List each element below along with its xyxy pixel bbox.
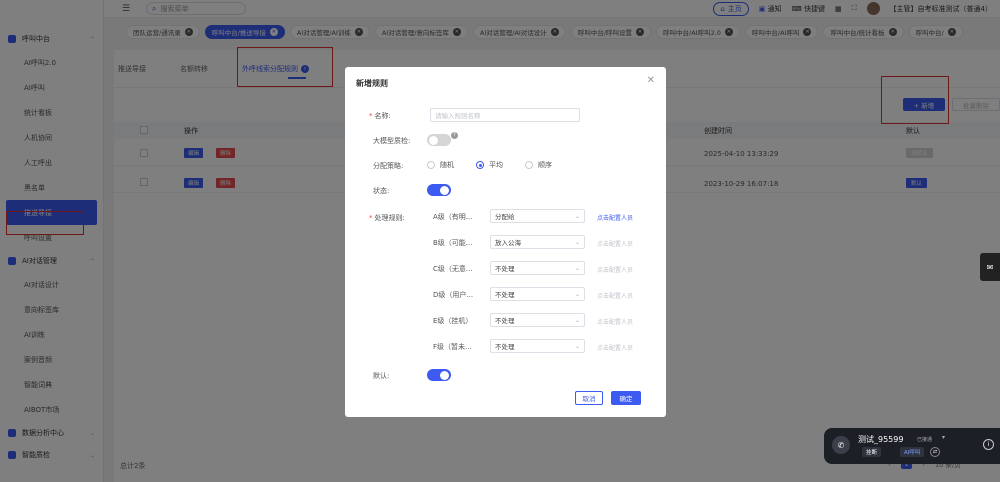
status-label: 状态: [373, 187, 390, 195]
rule-level-label: C级（无意... [433, 265, 473, 273]
rule-level-label: B级（可能... [433, 239, 473, 247]
hangup-button[interactable]: 挂断 [862, 447, 882, 457]
rule-level-label: F级（暂未... [433, 343, 472, 351]
radio-sequence[interactable]: 顺序 [525, 160, 552, 170]
rule-action-value: 不处理 [495, 343, 515, 351]
toggle-knob [440, 370, 449, 380]
chevron-down-icon: ⌄ [574, 342, 580, 350]
strategy-label: 分配策略: [373, 162, 404, 170]
chevron-down-icon[interactable]: ▾ [942, 434, 946, 441]
name-input[interactable]: 请输入规则名称 [430, 108, 580, 122]
configure-staff-link[interactable]: 点击配置人员 [597, 319, 634, 326]
chevron-down-icon: ⌄ [574, 316, 580, 324]
chevron-down-icon: ⌄ [574, 212, 580, 220]
configure-staff-link[interactable]: 点击配置人员 [597, 293, 634, 300]
chevron-down-icon: ⌄ [574, 290, 580, 298]
name-placeholder: 请输入规则名称 [435, 112, 481, 120]
default-label: 默认: [373, 372, 390, 380]
call-name: 测试_95599 [858, 435, 904, 444]
rule-action-value: 分配给 [495, 213, 515, 221]
radio-dot [525, 161, 533, 169]
status-toggle[interactable] [427, 184, 451, 196]
close-icon[interactable]: ✕ [646, 75, 655, 86]
rule-level-label: E级（挂机） [433, 317, 473, 325]
configure-staff-link[interactable]: 点击配置人员 [597, 215, 634, 222]
call-status: 已接通 [917, 437, 933, 443]
cancel-button[interactable]: 取消 [575, 391, 603, 405]
ai-call-button[interactable]: AI呼叫 [900, 447, 925, 457]
info-icon[interactable]: i [983, 439, 994, 450]
configure-staff-link[interactable]: 点击配置人员 [597, 345, 634, 352]
dialog-title: 新增规则 [356, 79, 388, 88]
help-icon[interactable]: ? [451, 132, 458, 139]
rule-label: *处理规则: [369, 213, 405, 223]
chevron-down-icon: ⌄ [574, 264, 580, 272]
rule-action-select[interactable]: 不处理 ⌄ [490, 287, 585, 301]
configure-staff-link[interactable]: 点击配置人员 [597, 267, 634, 274]
rule-action-select[interactable]: 放入公海 ⌄ [490, 235, 585, 249]
radio-label: 平均 [489, 161, 503, 169]
chevron-down-icon: ⌄ [574, 238, 580, 246]
name-label-text: 名称: [374, 112, 391, 120]
radio-label: 随机 [440, 161, 454, 169]
rule-action-select[interactable]: 分配给 ⌄ [490, 209, 585, 223]
rule-level-label: A级（有明... [433, 213, 473, 221]
rule-action-value: 不处理 [495, 291, 515, 299]
ai-call-label: AI呼叫 [904, 450, 921, 456]
hangup-label: 挂断 [866, 450, 878, 456]
radio-dot [427, 161, 435, 169]
default-toggle[interactable] [427, 369, 451, 381]
transfer-icon[interactable]: ⇄ [930, 447, 940, 457]
rule-action-value: 不处理 [495, 265, 515, 273]
rule-action-select[interactable]: 不处理 ⌄ [490, 261, 585, 275]
rule-action-select[interactable]: 不处理 ⌄ [490, 339, 585, 353]
phone-icon: ✆ [832, 436, 850, 454]
radio-average[interactable]: 平均 [476, 160, 503, 170]
feedback-icon[interactable]: ✉ [980, 253, 1000, 281]
configure-staff-link[interactable]: 点击配置人员 [597, 241, 634, 248]
radio-dot [476, 161, 484, 169]
required-mark: * [369, 214, 373, 222]
confirm-button[interactable]: 确定 [611, 391, 641, 405]
new-rule-dialog: 新增规则 ✕ *名称: 请输入规则名称 大模型质检: ? 分配策略: 随机 平均… [345, 67, 666, 417]
toggle-knob [429, 135, 438, 145]
rule-action-select[interactable]: 不处理 ⌄ [490, 313, 585, 327]
required-mark: * [369, 112, 373, 120]
rule-action-value: 不处理 [495, 317, 515, 325]
rule-level-label: D级（用户... [433, 291, 474, 299]
radio-random[interactable]: 随机 [427, 160, 454, 170]
rule-action-value: 放入公海 [495, 239, 521, 247]
llm-toggle[interactable] [427, 134, 451, 146]
radio-label: 顺序 [538, 161, 552, 169]
name-label: *名称: [369, 111, 391, 121]
rule-label-text: 处理规则: [374, 214, 405, 222]
llm-label: 大模型质检: [373, 137, 411, 145]
toggle-knob [440, 185, 449, 195]
call-widget: ✆ 测试_95599 已接通 ▾ 挂断 AI呼叫 ⇄ i [824, 428, 1000, 464]
